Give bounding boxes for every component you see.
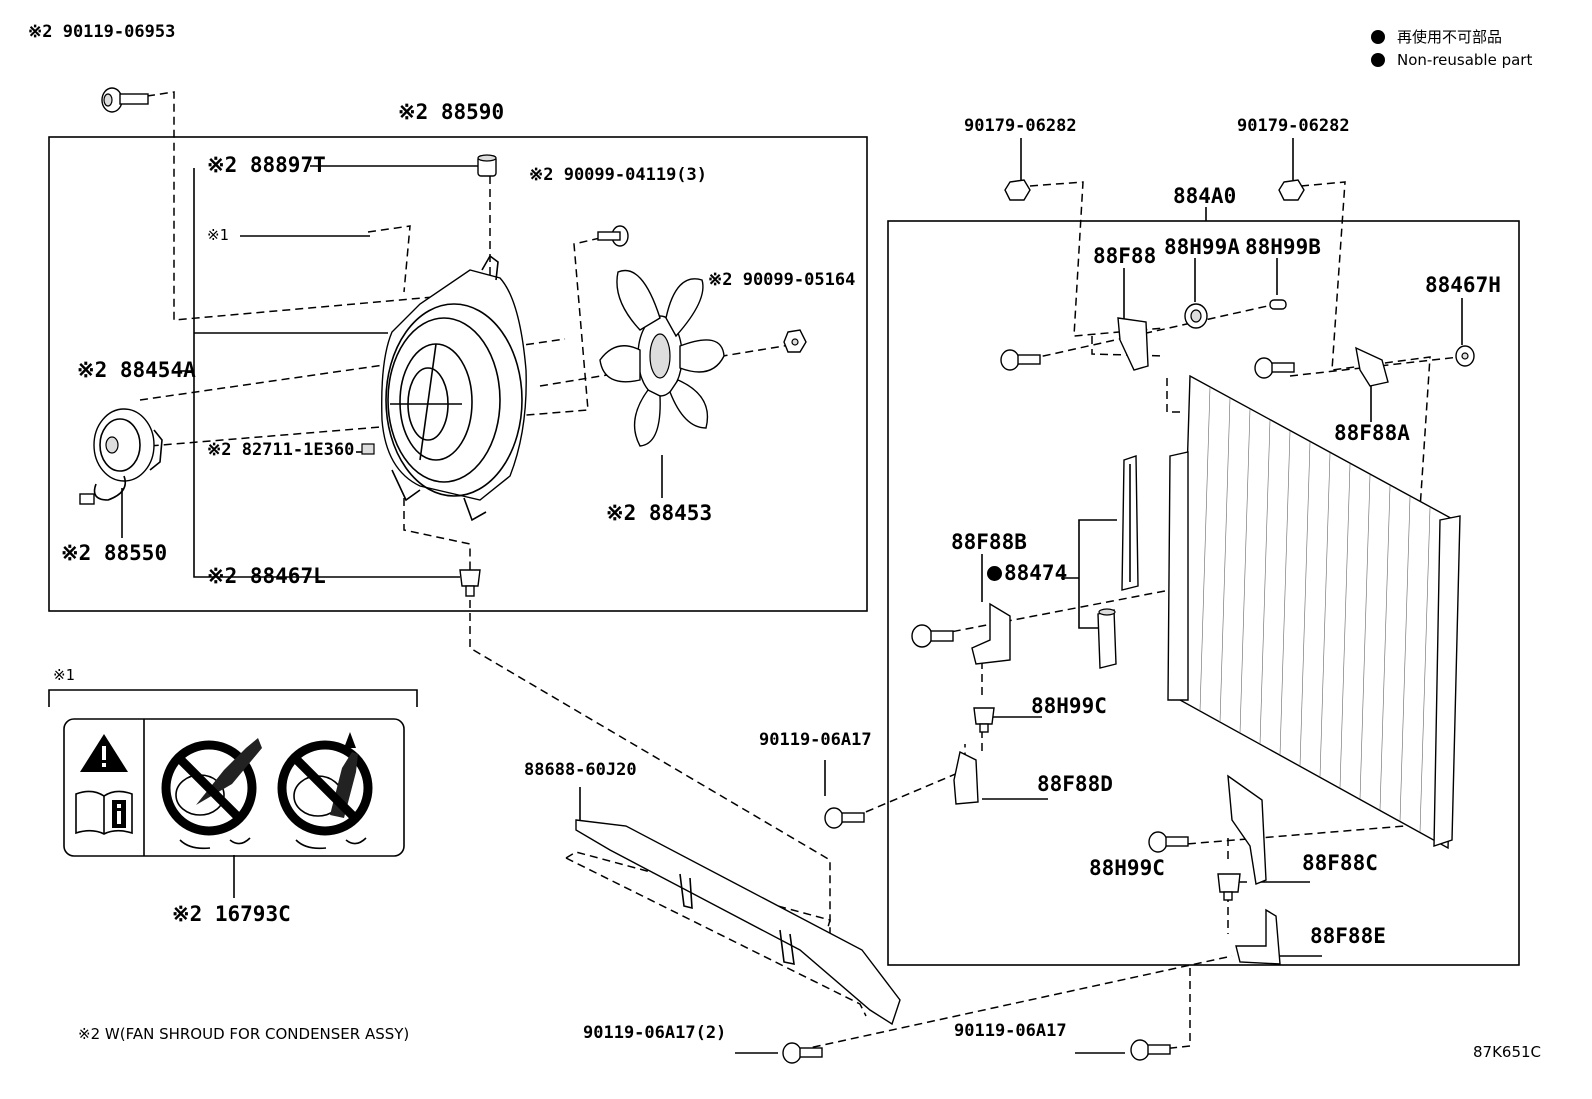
bracket-88F88B — [971, 602, 1011, 665]
label-88F88C[interactable]: 88F88C — [1302, 851, 1378, 875]
legend-jp: 再使用不可部品 — [1371, 26, 1502, 47]
label-90119-06A17-top[interactable]: 90119-06A17 — [759, 730, 872, 750]
label-88590[interactable]: ※2 88590 — [398, 100, 505, 124]
label-note1-marker: ※1 — [53, 666, 75, 684]
label-88H99C-bottom[interactable]: 88H99C — [1089, 856, 1165, 880]
grommet-88H99A — [1184, 303, 1208, 329]
drier-88474 — [1097, 455, 1139, 669]
diagram-code: 87K651C — [1473, 1043, 1542, 1061]
bracket-88F88 — [1117, 317, 1149, 371]
bracket-88F88E — [1235, 908, 1281, 965]
label-82711-1E360[interactable]: ※2 82711-1E360 — [207, 440, 355, 460]
label-88F88[interactable]: 88F88 — [1093, 244, 1157, 268]
support-88688-60J20 — [575, 819, 901, 1026]
clip-82711 — [361, 443, 375, 455]
bracket-88F88A — [1355, 346, 1389, 387]
legend-en: Non-reusable part — [1371, 51, 1532, 69]
label-88454A[interactable]: ※2 88454A — [77, 358, 196, 382]
nut-90179-b — [1278, 179, 1305, 201]
fan-motor-88550 — [79, 408, 163, 505]
footnote: ※2 W(FAN SHROUD FOR CONDENSER ASSY) — [78, 1025, 410, 1043]
cushion-88H99C-top — [973, 707, 995, 733]
label-88467L[interactable]: ※2 88467L — [207, 564, 326, 588]
no-tool-fan-icon — [277, 732, 373, 850]
label-88688-60J20[interactable]: 88688-60J20 — [524, 760, 637, 780]
label-90099-05164[interactable]: ※2 90099-05164 — [708, 270, 856, 290]
bracket-88F88C — [1227, 774, 1267, 885]
label-88474[interactable]: 88474 — [987, 563, 1067, 584]
label-88F88B[interactable]: 88F88B — [951, 530, 1027, 554]
collar-88897T — [477, 154, 497, 177]
leader-lines — [121, 138, 1463, 1054]
non-reusable-dot-icon — [1371, 53, 1385, 67]
label-88F88E[interactable]: 88F88E — [1310, 924, 1386, 948]
bolt-90119-06A17-top — [824, 807, 865, 829]
label-88474-text: 88474 — [1004, 561, 1068, 585]
bolt-88F88A — [1254, 357, 1295, 379]
label-88F88D[interactable]: 88F88D — [1037, 772, 1113, 796]
label-90119-06A17-2[interactable]: 90119-06A17(2) — [583, 1023, 727, 1043]
fan-shroud-group-box — [48, 136, 868, 612]
label-90179-06282-a[interactable]: 90179-06282 — [964, 116, 1077, 136]
label-88550[interactable]: ※2 88550 — [61, 541, 168, 565]
nut-90179-a — [1004, 179, 1031, 201]
pin-88H99B — [1269, 299, 1287, 310]
fan-88453 — [599, 269, 725, 447]
manual-info-icon — [75, 790, 133, 835]
label-note1: ※1 — [207, 226, 229, 244]
cushion-88H99C-bottom — [1217, 873, 1241, 901]
label-90119-06A17-bottom[interactable]: 90119-06A17 — [954, 1021, 1067, 1041]
non-reusable-dot-icon — [1371, 30, 1385, 44]
bolt-90119-06A17-2 — [782, 1042, 823, 1064]
warning-icon — [80, 734, 128, 772]
caution-label — [63, 718, 405, 857]
condenser-core — [1167, 374, 1461, 850]
label-88453[interactable]: ※2 88453 — [606, 501, 713, 525]
note1-bracket — [48, 689, 418, 707]
bolt-90099-04119 — [597, 225, 629, 247]
bolt-90119-06953 — [101, 87, 149, 113]
label-90179-06282-b[interactable]: 90179-06282 — [1237, 116, 1350, 136]
label-88F88A[interactable]: 88F88A — [1334, 421, 1410, 445]
label-884A0[interactable]: 884A0 — [1173, 184, 1237, 208]
label-88H99A[interactable]: 88H99A — [1164, 235, 1240, 259]
bolt-90119-06A17-bottom — [1130, 1039, 1171, 1061]
label-90119-06953[interactable]: ※2 90119-06953 — [28, 22, 176, 42]
label-88467H[interactable]: 88467H — [1425, 273, 1501, 297]
label-88H99B[interactable]: 88H99B — [1245, 235, 1321, 259]
label-90099-04119[interactable]: ※2 90099-04119(3) — [529, 165, 708, 185]
nut-90099-05164 — [783, 329, 807, 353]
bolt-88F88-left — [1000, 349, 1041, 371]
bolt-88F88B — [911, 624, 954, 648]
label-88897T[interactable]: ※2 88897T — [207, 153, 326, 177]
condenser-group-box — [887, 220, 1520, 966]
label-16793C[interactable]: ※2 16793C — [172, 902, 291, 926]
bracket-88F88D — [953, 750, 979, 805]
label-88H99C-top[interactable]: 88H99C — [1031, 694, 1107, 718]
fan-shroud-88454A — [381, 254, 527, 522]
grommet-88467H — [1455, 345, 1475, 367]
fasteners — [101, 87, 1475, 1064]
non-reusable-dot-icon — [987, 566, 1002, 581]
no-hand-fan-icon — [161, 738, 262, 850]
cushion-88467L — [459, 569, 481, 597]
bolt-88F88C — [1148, 831, 1189, 853]
legend-jp-label: 再使用不可部品 — [1397, 28, 1503, 46]
legend-en-label: Non-reusable part — [1397, 51, 1533, 69]
